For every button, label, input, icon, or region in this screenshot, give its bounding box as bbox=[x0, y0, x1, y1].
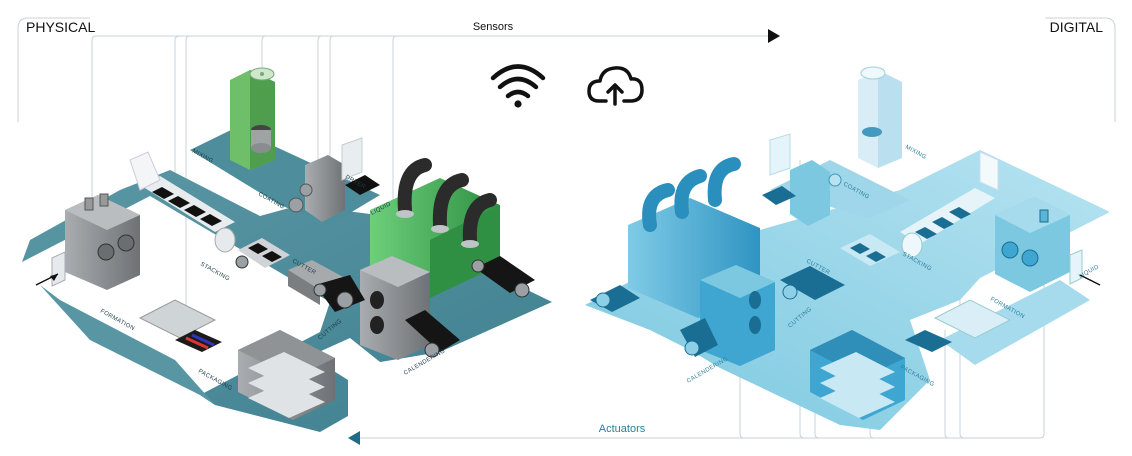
digital-mixer-machine bbox=[858, 66, 902, 168]
packaging-machine bbox=[238, 330, 335, 420]
digital-coating-machine bbox=[762, 133, 842, 226]
digital-formation-conveyor bbox=[900, 151, 999, 258]
digital-calendering-machine bbox=[680, 265, 775, 366]
formation-conveyor bbox=[129, 151, 236, 253]
physical-floor-bottom bbox=[40, 285, 215, 405]
actuators-arrowhead bbox=[348, 431, 360, 445]
digital-floor-bottom bbox=[940, 280, 1090, 365]
sensors-label: Sensors bbox=[473, 21, 514, 33]
physical-label: PHYSICAL bbox=[26, 19, 95, 35]
formation-machine bbox=[51, 193, 140, 290]
coating-machine bbox=[288, 137, 380, 222]
digital-formation-machine bbox=[995, 197, 1083, 292]
label-stacking: STACKING bbox=[199, 262, 230, 283]
digital-input-arrow bbox=[1079, 274, 1101, 286]
digital-cutter-machine bbox=[780, 234, 900, 300]
connector-lines bbox=[17, 17, 1116, 439]
formation-table bbox=[138, 299, 222, 352]
mixer-machine bbox=[230, 67, 275, 170]
digital-label-mixing: MIXING bbox=[904, 145, 927, 161]
sensors-arrowhead bbox=[768, 29, 780, 43]
digital-packaging-machine bbox=[810, 330, 905, 420]
digital-dryer-machine bbox=[590, 157, 760, 318]
digital-label: DIGITAL bbox=[1050, 19, 1104, 35]
physical-factory bbox=[22, 67, 552, 432]
digital-formation-table bbox=[905, 299, 1012, 352]
stacking-machine bbox=[235, 238, 290, 269]
digital-floor-main bbox=[585, 150, 1110, 430]
calendering-machine bbox=[360, 256, 460, 360]
digital-factory bbox=[585, 66, 1110, 430]
wifi-icon bbox=[490, 64, 546, 108]
cutter-machine bbox=[288, 260, 365, 312]
actuators-label: Actuators bbox=[599, 423, 646, 435]
cloud-upload-icon bbox=[587, 66, 644, 106]
